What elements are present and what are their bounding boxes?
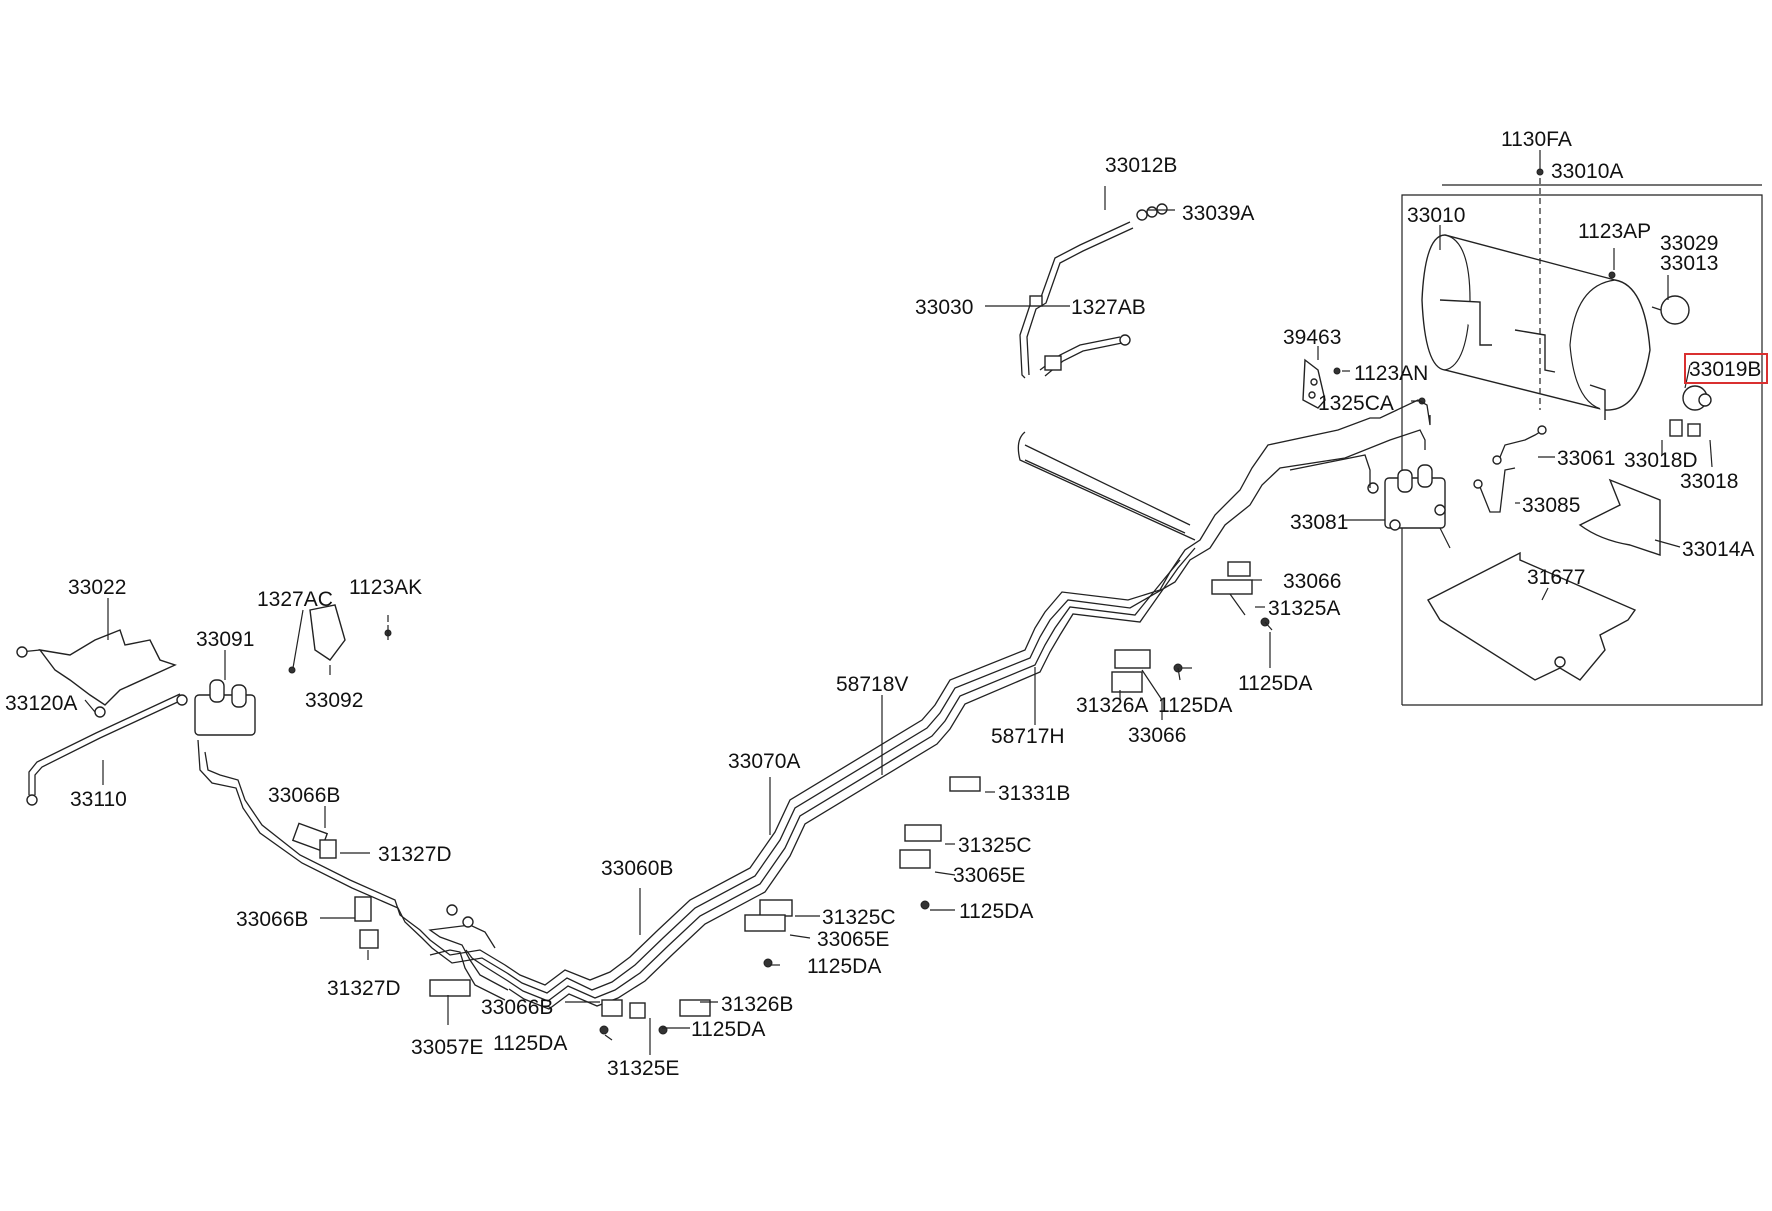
top-pipe	[1019, 203, 1168, 379]
air-tank	[1421, 160, 1712, 437]
label-33022: 33022	[68, 576, 126, 599]
clip-group-33066	[1111, 561, 1273, 701]
main-pipe-bundle	[197, 399, 1431, 1010]
label-33066-b: 33066	[1128, 724, 1186, 747]
tank-shield	[1578, 478, 1661, 556]
label-1325CA: 1325CA	[1318, 392, 1394, 415]
label-1125DA-b: 1125DA	[1158, 694, 1232, 717]
label-1327AB: 1327AB	[1071, 296, 1146, 319]
highlight-box	[1684, 353, 1768, 384]
label-31325E: 31325E	[607, 1057, 679, 1080]
label-1123AK: 1123AK	[349, 576, 422, 599]
label-33120A: 33120A	[5, 692, 77, 715]
label-33039A: 33039A	[1182, 202, 1254, 225]
frame-line	[1017, 431, 1196, 541]
label-33010: 33010	[1407, 204, 1465, 227]
label-33029: 33029	[1660, 232, 1718, 255]
label-31677: 31677	[1527, 566, 1585, 589]
label-33060B: 33060B	[601, 857, 673, 880]
label-31325C-b: 31325C	[822, 906, 896, 929]
label-33066-a: 33066	[1283, 570, 1341, 593]
label-33070A: 33070A	[728, 750, 800, 773]
short-hoses	[1473, 425, 1547, 513]
label-1125DA-a: 1125DA	[1238, 672, 1312, 695]
label-33057E: 33057E	[411, 1036, 483, 1059]
label-33019B: 33019B	[1689, 358, 1761, 381]
label-33010A: 33010A	[1551, 160, 1623, 183]
label-33012B: 33012B	[1105, 154, 1177, 177]
label-31326A: 31326A	[1076, 694, 1148, 717]
label-31326B: 31326B	[721, 993, 793, 1016]
label-31325C-a: 31325C	[958, 834, 1032, 857]
left-assembly	[16, 604, 392, 736]
label-33085: 33085	[1522, 494, 1580, 517]
part-labels: 1130FA 33010A 33010 1123AP 33029 33013 3…	[5, 128, 1761, 1080]
label-33066B-b: 33066B	[236, 908, 308, 931]
label-31325A: 31325A	[1268, 597, 1340, 620]
label-33018: 33018	[1680, 470, 1738, 493]
label-1123AN: 1123AN	[1354, 362, 1428, 385]
label-58717H: 58717H	[991, 725, 1065, 748]
label-58718V: 58718V	[836, 673, 908, 696]
label-1123AP: 1123AP	[1578, 220, 1651, 243]
pipe-33110	[26, 693, 188, 806]
label-33018D: 33018D	[1624, 449, 1698, 472]
label-39463: 39463	[1283, 326, 1341, 349]
leader-lines	[84, 150, 1762, 1055]
label-1125DA-f: 1125DA	[493, 1032, 567, 1055]
label-33066B-a: 33066B	[268, 784, 340, 807]
lower-clips	[291, 776, 981, 1035]
label-33091: 33091	[196, 628, 254, 651]
label-31331B: 31331B	[998, 782, 1070, 805]
label-33061: 33061	[1557, 447, 1615, 470]
label-33065E-b: 33065E	[817, 928, 889, 951]
label-33066B-c: 33066B	[481, 996, 553, 1019]
tank-assembly-frame	[1401, 194, 1763, 706]
label-33081: 33081	[1290, 511, 1348, 534]
label-33110: 33110	[70, 788, 127, 811]
skid-plate	[1427, 551, 1637, 681]
valve-block-33081	[1384, 464, 1451, 549]
label-33013: 33013	[1660, 252, 1718, 275]
label-33030: 33030	[915, 296, 973, 319]
label-1125DA-d: 1125DA	[807, 955, 881, 978]
bracket-39463	[1302, 358, 1426, 409]
label-33092: 33092	[305, 689, 363, 712]
label-31327D-b: 31327D	[327, 977, 401, 1000]
label-31327D-a: 31327D	[378, 843, 452, 866]
label-1327AC: 1327AC	[257, 588, 333, 611]
label-1130FA: 1130FA	[1501, 128, 1572, 151]
label-33065E-a: 33065E	[953, 864, 1025, 887]
label-33014A: 33014A	[1682, 538, 1754, 561]
label-1125DA-c: 1125DA	[959, 900, 1033, 923]
label-1125DA-e: 1125DA	[691, 1018, 765, 1041]
